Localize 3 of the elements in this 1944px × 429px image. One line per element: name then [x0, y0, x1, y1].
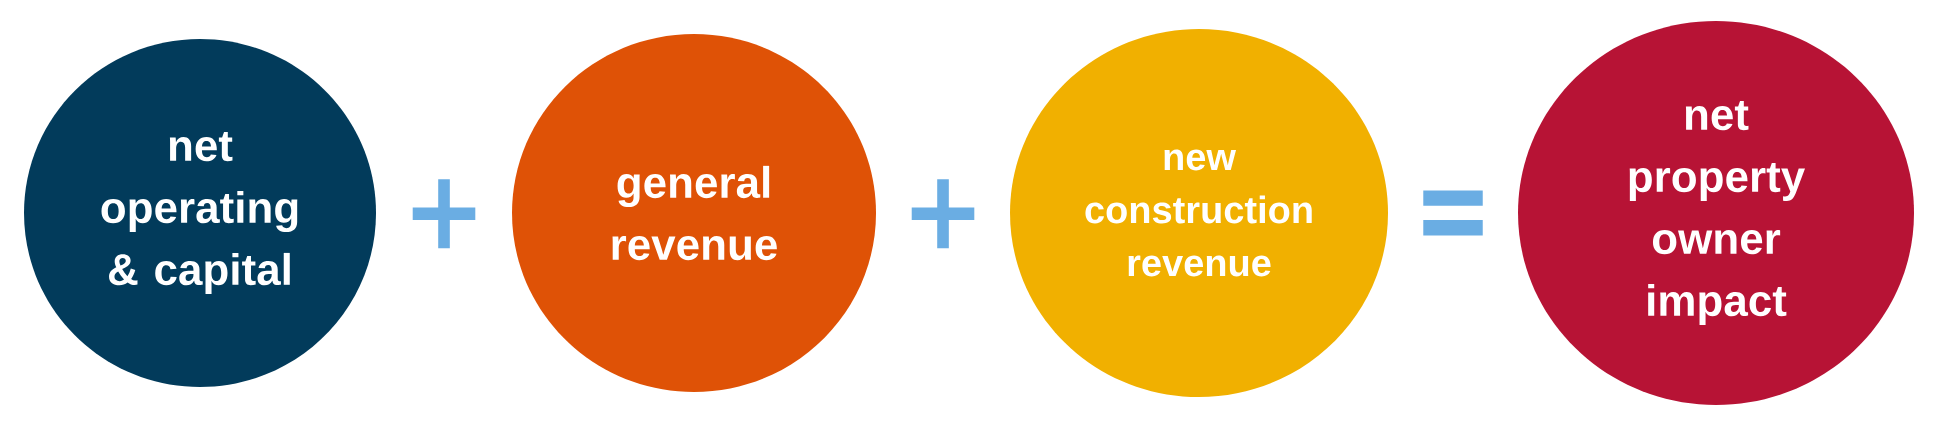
equals-sign: =	[1423, 190, 1483, 236]
plus-sign: +	[412, 179, 476, 249]
plus-sign: +	[911, 179, 975, 249]
